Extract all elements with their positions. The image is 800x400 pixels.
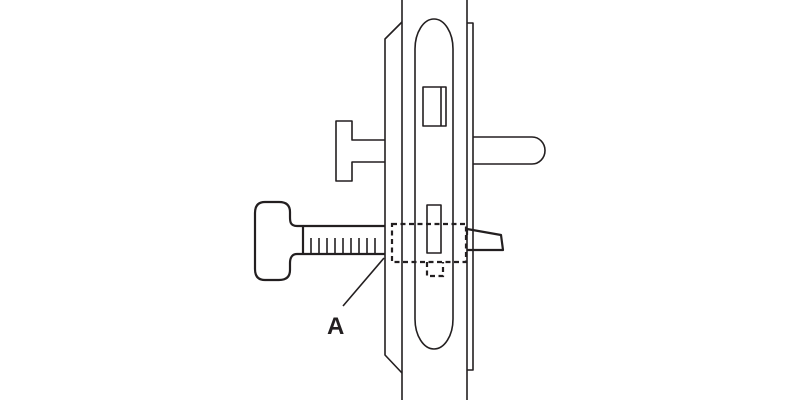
left-escutcheon	[384, 21, 403, 374]
label-a: A	[327, 313, 344, 340]
thumb-turn	[335, 120, 385, 182]
door-edge	[401, 0, 468, 400]
oval-faceplate	[414, 18, 454, 350]
lock-cylinder-hidden-outline	[390, 222, 468, 278]
key	[253, 200, 385, 282]
key-teeth	[310, 238, 376, 254]
leader-line-a	[342, 257, 385, 307]
right-escutcheon	[467, 22, 474, 371]
lower-slot	[426, 204, 442, 254]
upper-slot	[422, 86, 447, 127]
lever-handle	[473, 136, 546, 165]
